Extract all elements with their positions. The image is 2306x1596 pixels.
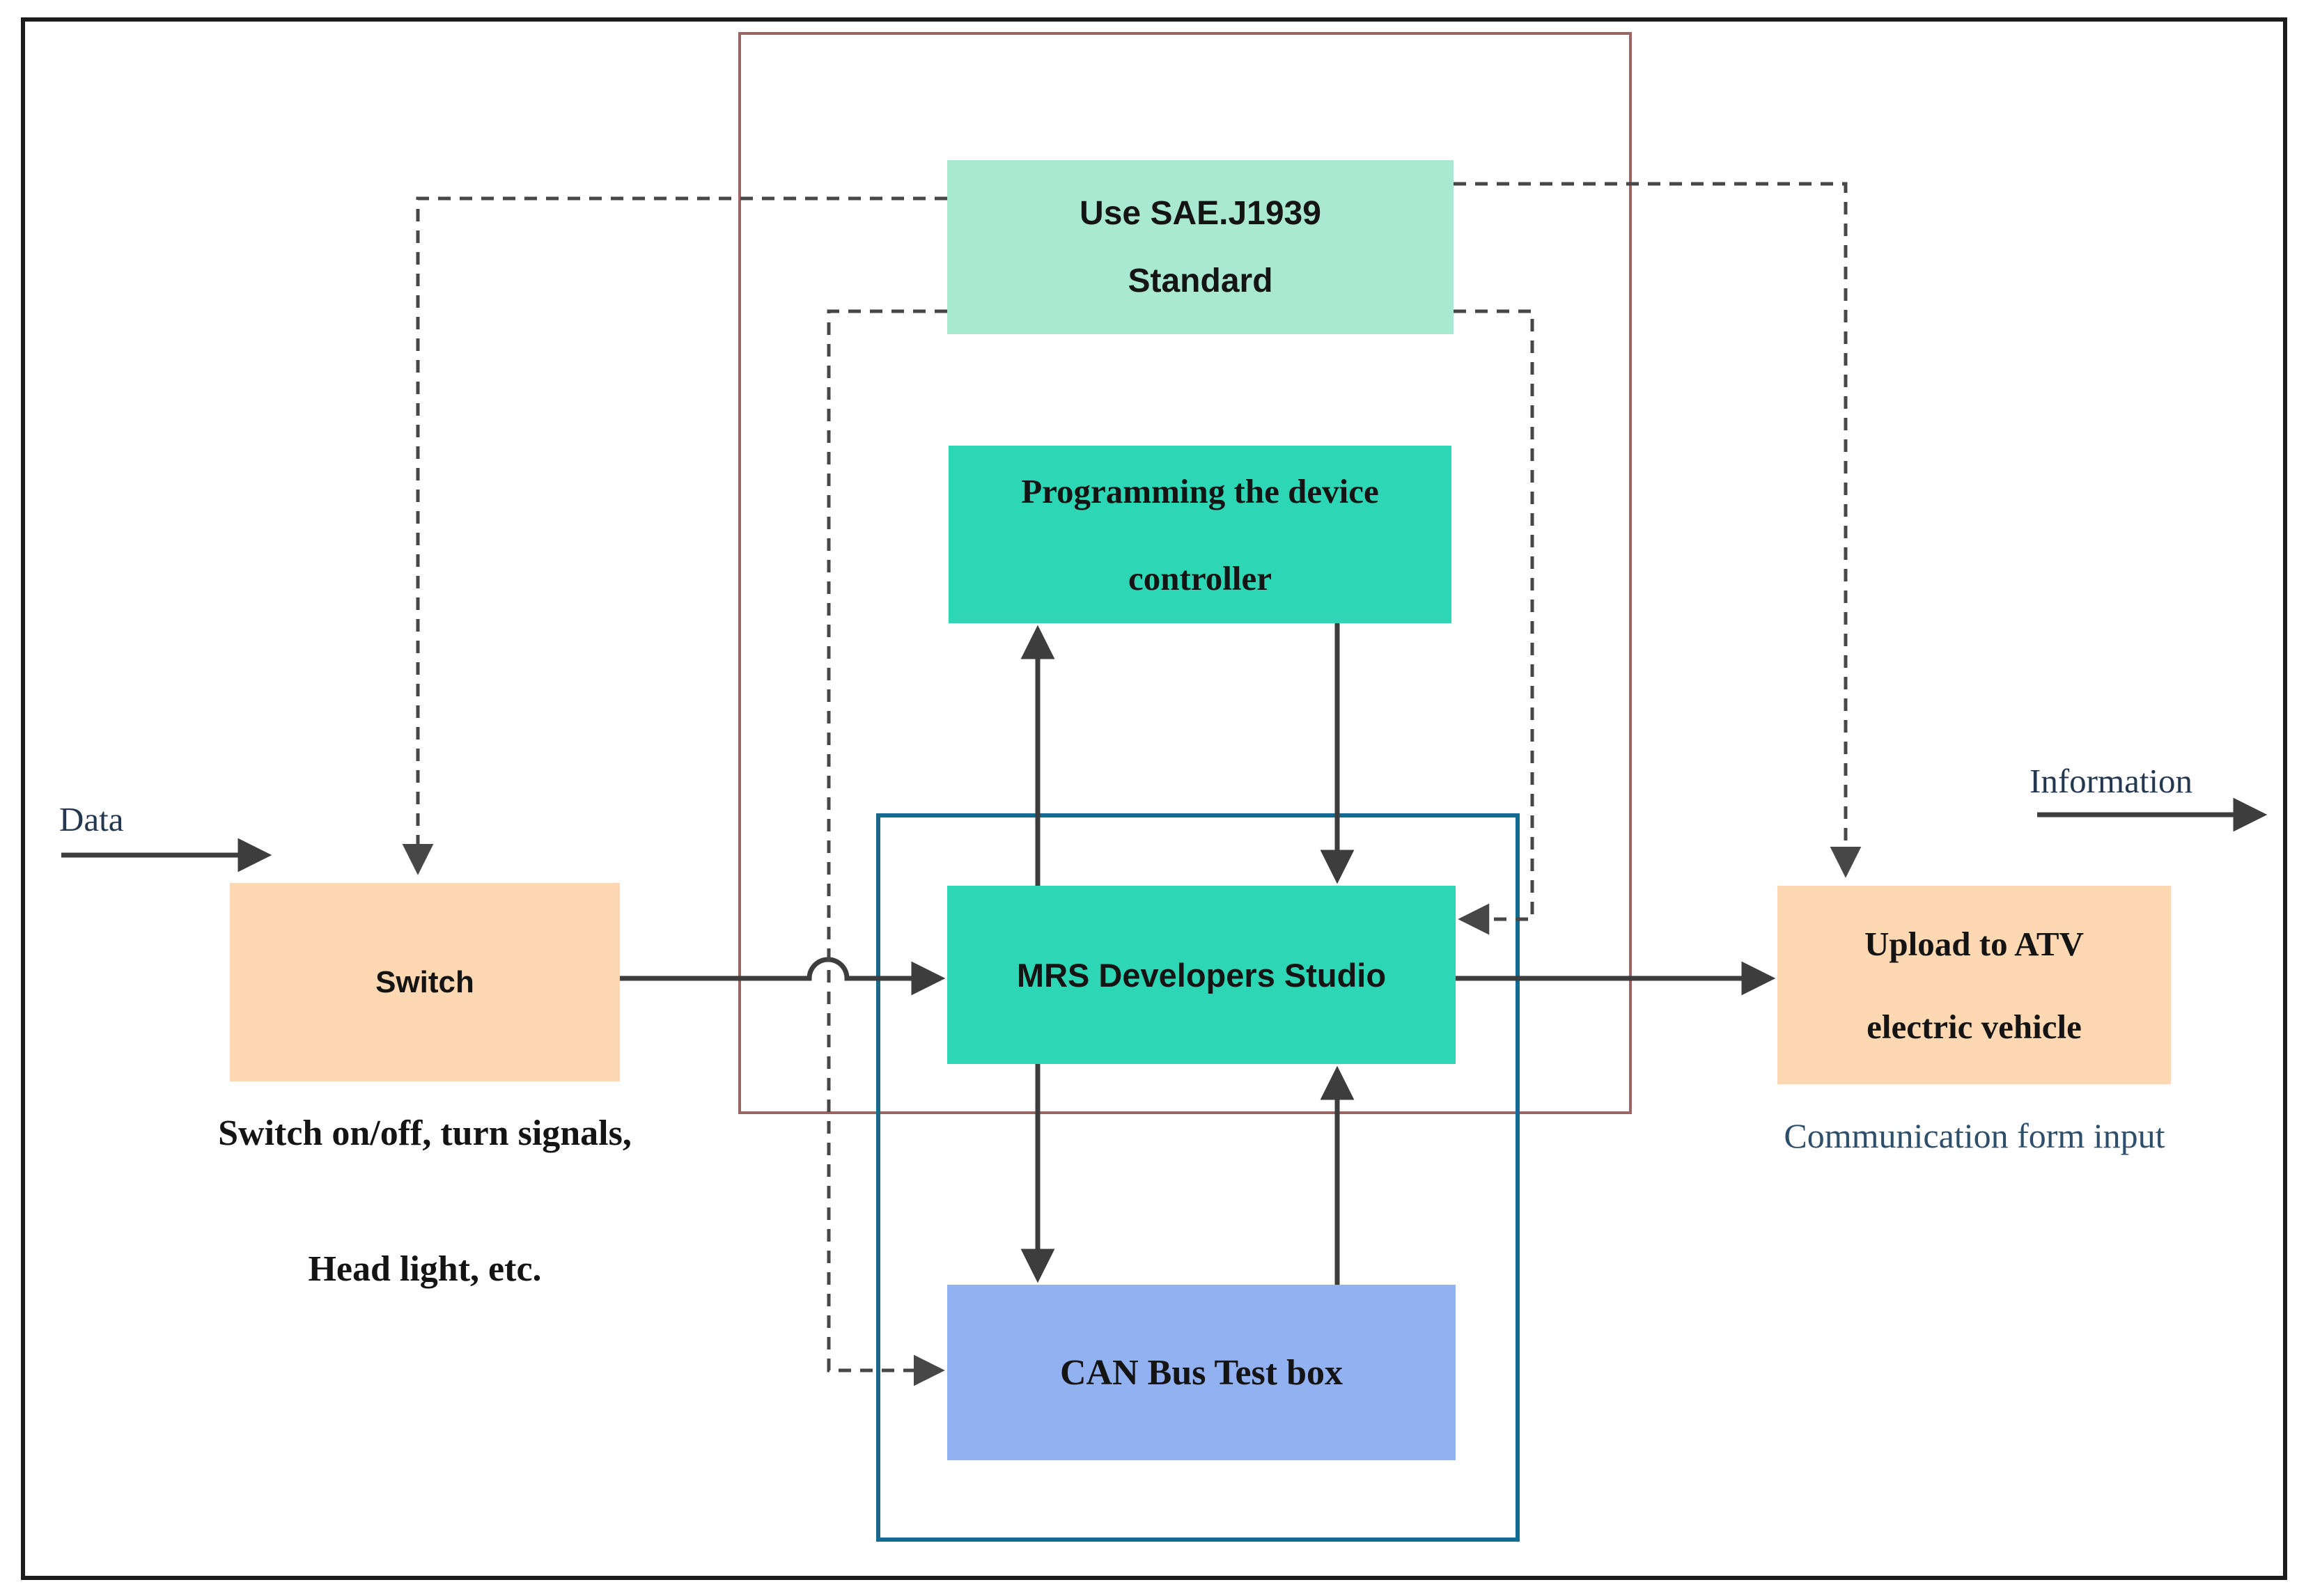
information-label: Information bbox=[2030, 762, 2193, 800]
data-label: Data bbox=[59, 800, 124, 838]
switch-caption-line2: Head light, etc. bbox=[308, 1249, 542, 1289]
switch-box: Switch bbox=[230, 883, 620, 1081]
canbus-box-label: CAN Bus Test box bbox=[1059, 1352, 1343, 1393]
canbus-box: CAN Bus Test box bbox=[947, 1285, 1456, 1460]
upload-caption: Communication form input bbox=[1784, 1116, 2165, 1155]
upload-box-label-line2: electric vehicle bbox=[1867, 1007, 2082, 1046]
standard-box-label-line2: Standard bbox=[1128, 263, 1273, 299]
upload-box: Upload to ATV electric vehicle bbox=[1777, 886, 2171, 1084]
programming-box-label-line2: controller bbox=[1128, 558, 1272, 597]
programming-box: Programming the device controller bbox=[949, 446, 1451, 623]
standard-box: Use SAE.J1939 Standard bbox=[947, 160, 1454, 334]
standard-box-label-line1: Use SAE.J1939 bbox=[1080, 195, 1321, 232]
programming-box-label-line1: Programming the device bbox=[1021, 471, 1379, 510]
mrs-studio-box: MRS Developers Studio bbox=[947, 886, 1456, 1064]
switch-box-label: Switch bbox=[375, 964, 474, 999]
upload-box-label-line1: Upload to ATV bbox=[1864, 924, 2084, 963]
switch-caption-line1: Switch on/off, turn signals, bbox=[218, 1113, 632, 1153]
outer-frame bbox=[21, 17, 2287, 1580]
mrs-studio-box-label: MRS Developers Studio bbox=[1016, 956, 1387, 994]
